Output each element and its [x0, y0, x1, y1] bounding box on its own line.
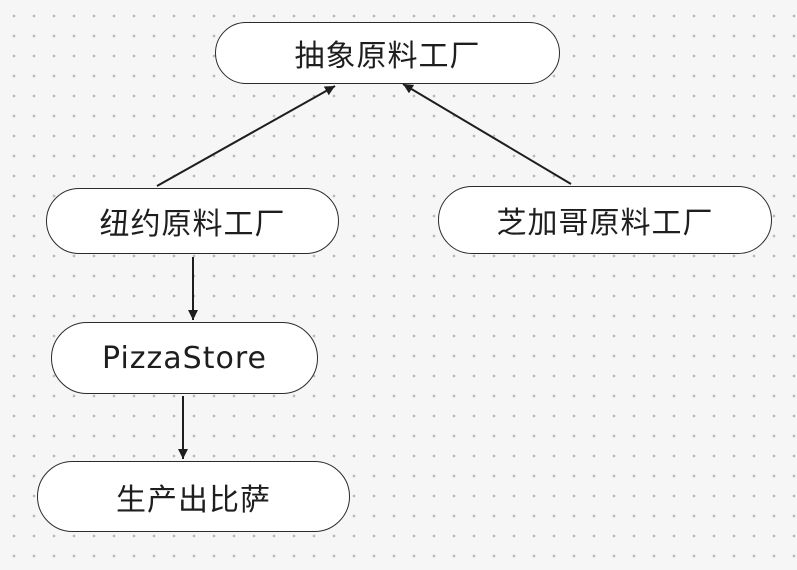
node-ny-factory: 纽约原料工厂 [46, 188, 339, 254]
edge-ny-to-abstract [156, 85, 336, 187]
node-pizza-store: PizzaStore [51, 322, 318, 394]
node-abstract-factory: 抽象原料工厂 [215, 22, 560, 84]
node-chicago-factory: 芝加哥原料工厂 [438, 186, 772, 254]
edge-chicago-to-abstract [402, 83, 572, 185]
node-make-pizza: 生产出比萨 [37, 461, 350, 532]
